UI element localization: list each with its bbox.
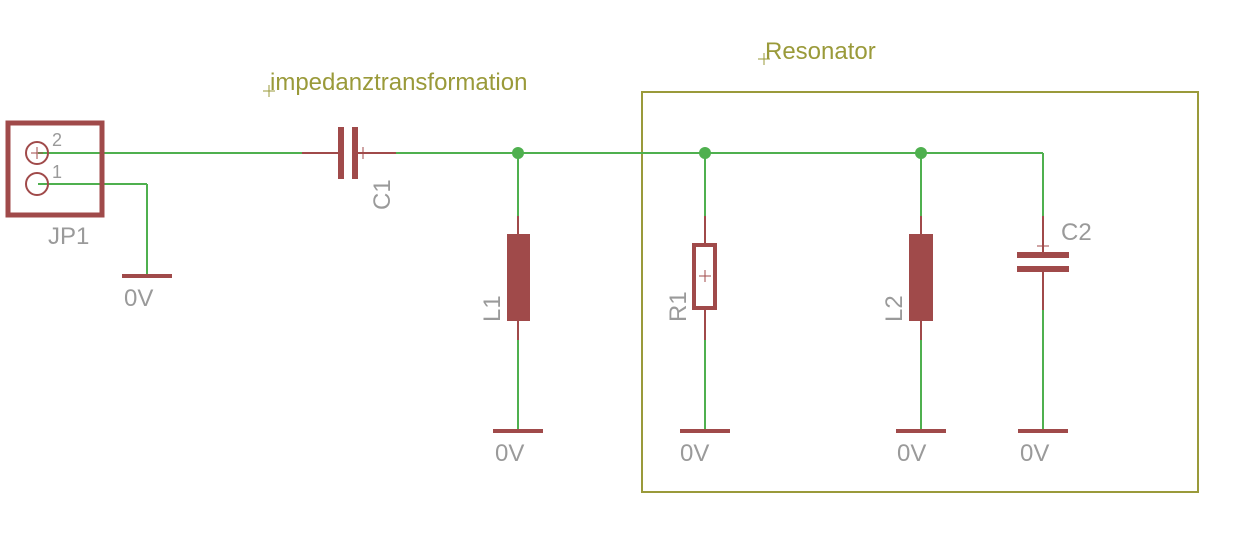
resonator-label: Resonator	[765, 38, 876, 65]
jp1-pin1-number: 1	[52, 162, 62, 182]
l1-label: L1	[479, 295, 506, 322]
junction-dot	[915, 147, 927, 159]
l2-label: L2	[881, 295, 908, 322]
c2-label: C2	[1061, 219, 1092, 246]
jp1-label: JP1	[48, 223, 89, 250]
jp1-pin2-number: 2	[52, 130, 62, 150]
pin-1-pad	[25, 172, 49, 196]
c1-capacitor[interactable]	[302, 127, 396, 179]
c1-label: C1	[369, 179, 396, 210]
ground-symbol	[680, 429, 730, 433]
l2-inductor[interactable]	[909, 216, 933, 340]
c2-capacitor[interactable]	[1017, 216, 1069, 310]
r1-resistor[interactable]	[692, 216, 717, 340]
ground-label-l1: 0V	[495, 440, 524, 467]
junction-dot	[512, 147, 524, 159]
ground-symbol	[896, 429, 946, 433]
wires	[38, 152, 1044, 431]
resonator-origin-cross	[758, 53, 770, 65]
l1-inductor[interactable]	[507, 216, 530, 340]
junction-dot	[699, 147, 711, 159]
pin-2-pad	[25, 141, 49, 165]
ground-symbol	[122, 274, 172, 278]
ground-label-r1: 0V	[680, 440, 709, 467]
impedance-origin-cross	[263, 85, 275, 97]
jp1-connector[interactable]	[5, 120, 105, 218]
ground-symbol	[493, 429, 543, 433]
ground-label-c2: 0V	[1020, 440, 1049, 467]
r1-label: R1	[665, 291, 692, 322]
ground-label-jp1: 0V	[124, 285, 153, 312]
ground-label-l2: 0V	[897, 440, 926, 467]
resonator-frame	[641, 91, 1199, 493]
impedance-label: impedanztransformation	[270, 69, 527, 96]
ground-symbol	[1018, 429, 1068, 433]
